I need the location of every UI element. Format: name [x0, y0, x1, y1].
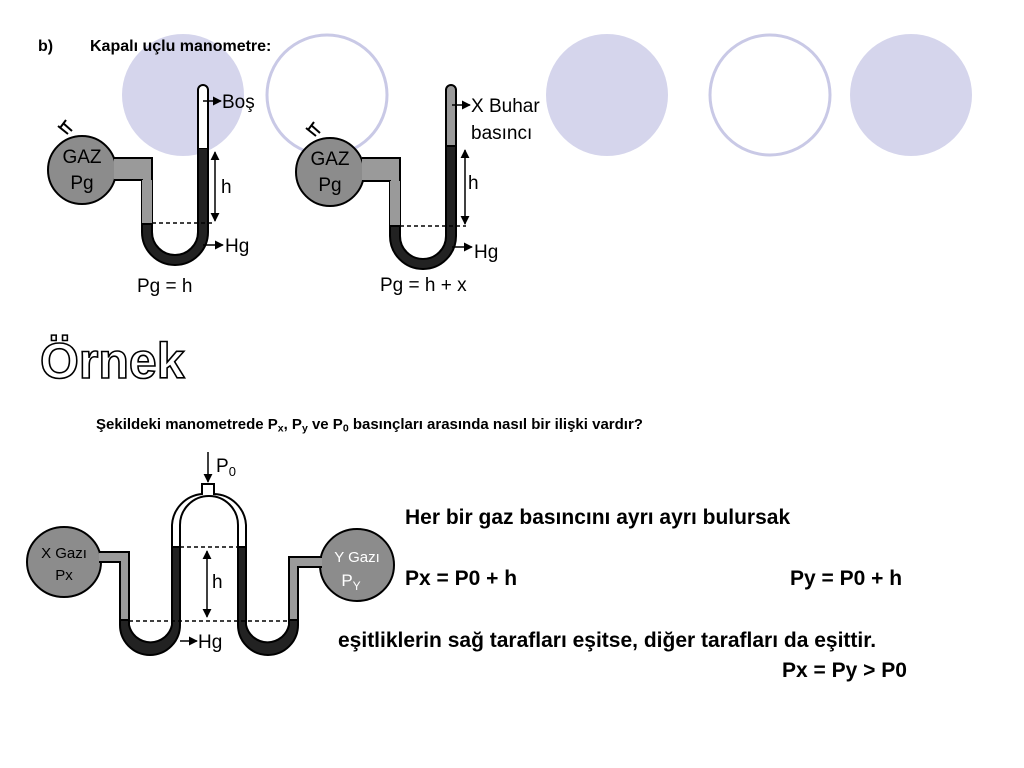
p0-label: P0	[216, 456, 236, 479]
vapor-label-line2: basıncı	[471, 123, 532, 144]
equation-px: Px = P0 + h	[405, 567, 518, 590]
equation-py: Py = P0 + h	[790, 567, 903, 590]
y-gas-label: Y Gazı	[334, 549, 380, 566]
height-label: h	[212, 572, 223, 593]
answer-intro: Her bir gaz basıncını ayrı ayrı bulursak	[405, 506, 791, 529]
hg-label: Hg	[198, 632, 222, 653]
x-gas-label: X Gazı	[41, 545, 87, 562]
formula-label: Pg = h	[137, 276, 192, 297]
deco-circle-5	[850, 34, 972, 156]
u-tube-left-gray	[390, 181, 400, 226]
hg-label: Hg	[225, 236, 249, 257]
p0-main: P	[216, 456, 229, 477]
vapor-tube-top	[445, 84, 457, 147]
left-pipe	[99, 551, 130, 623]
gas-pressure-label: Pg	[318, 175, 341, 196]
height-label: h	[221, 177, 232, 198]
right-u-mercury	[237, 546, 299, 656]
q-part3: ve P	[307, 416, 343, 433]
deco-circle-1	[122, 34, 244, 156]
section-label: b)	[38, 38, 54, 55]
answer-conclusion: Px = Py > P0	[782, 659, 907, 682]
left-u-mercury	[119, 546, 181, 656]
section-title: Kapalı uçlu manometre:	[90, 38, 272, 55]
deco-circle-2	[265, 33, 389, 157]
hg-label: Hg	[474, 242, 498, 263]
p0-sub: 0	[229, 464, 236, 479]
u-tube-left-gray	[142, 180, 152, 224]
valve-icon	[57, 119, 73, 135]
decorative-circles	[122, 33, 972, 157]
q-part1: Şekildeki manometrede P	[96, 416, 278, 433]
vapor-label-line1: X Buhar	[471, 96, 540, 117]
manometer-closed-vacuum: GAZ Pg Boş h Hg Pg = h	[47, 84, 255, 297]
q-part2: , P	[283, 416, 302, 433]
deco-circle-4	[708, 33, 832, 157]
mercury-fill	[389, 145, 457, 270]
y-gas-pressure: PY	[341, 571, 360, 593]
gas-label: GAZ	[62, 147, 101, 168]
answer-reasoning: eşitliklerin sağ tarafları eşitse, diğer…	[338, 629, 877, 652]
valve-icon	[305, 121, 321, 137]
bos-label: Boş	[222, 92, 255, 113]
manometer-two-gas: P0 X Gazı Px Y Gazı PY h Hg	[26, 452, 395, 656]
height-label: h	[468, 173, 479, 194]
q-sub-0: 0	[342, 422, 349, 435]
gas-pressure-label: Pg	[70, 173, 93, 194]
py-main: P	[341, 571, 352, 590]
q-sub-x: x	[277, 422, 284, 435]
x-gas-pressure: Px	[55, 567, 73, 584]
example-heading: Örnek	[40, 333, 185, 389]
top-arch	[171, 483, 247, 548]
q-part4: basınçları arasında nasıl bir ilişki var…	[348, 416, 643, 433]
py-sub: Y	[353, 579, 361, 593]
right-pipe	[288, 556, 322, 623]
q-sub-y: y	[301, 422, 308, 435]
formula-label: Pg = h + x	[380, 275, 467, 296]
gas-label: GAZ	[310, 149, 349, 170]
deco-circle-3	[546, 34, 668, 156]
mercury-fill	[141, 147, 209, 266]
manometer-closed-vapor: GAZ Pg X Buhar basıncı h Hg Pg = h + x	[295, 84, 540, 296]
closed-tube-top	[197, 84, 209, 148]
x-gas-bulb	[26, 526, 102, 598]
question-text: Şekildeki manometrede Px, Py ve P0 basın…	[96, 416, 643, 435]
